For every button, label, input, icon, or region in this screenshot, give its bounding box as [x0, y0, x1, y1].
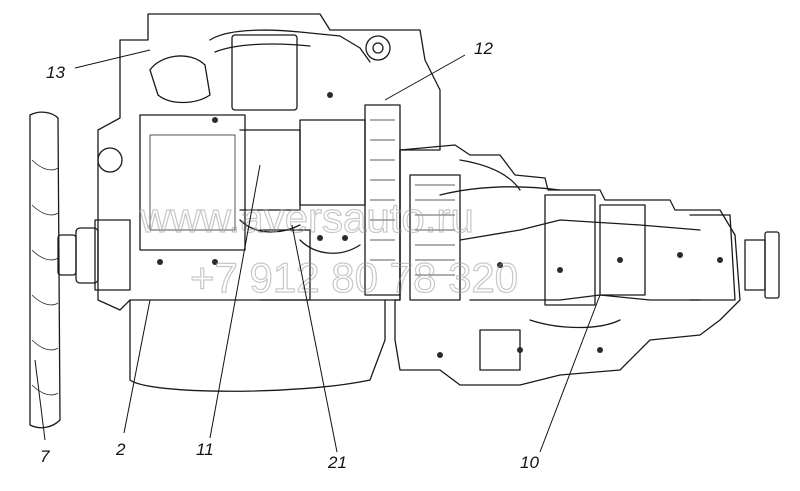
leader-12 [384, 54, 466, 101]
leader-7 [34, 359, 46, 441]
callout-21: 21 [327, 453, 347, 472]
engine-block-drawing [94, 13, 441, 392]
leader-11 [209, 164, 261, 439]
callout-7: 7 [40, 447, 50, 466]
watermark-site: www.aversauto.ru [139, 194, 474, 241]
callout-11: 11 [196, 440, 214, 459]
watermark: www.aversauto.ru +7 912 80 78 320 [138, 193, 518, 301]
callout-10: 10 [520, 453, 539, 472]
callout-13: 13 [46, 63, 65, 82]
leader-10 [539, 294, 601, 453]
watermark-phone: +7 912 80 78 320 [190, 254, 518, 301]
leader-13 [74, 49, 151, 69]
callout-labels: 13 12 7 2 11 21 10 [40, 39, 539, 472]
callout-2: 2 [115, 440, 126, 459]
fan-drawing [29, 111, 99, 429]
leader-lines [34, 49, 601, 453]
leader-21 [291, 224, 338, 453]
leader-2 [123, 299, 151, 434]
callout-12: 12 [474, 39, 493, 58]
